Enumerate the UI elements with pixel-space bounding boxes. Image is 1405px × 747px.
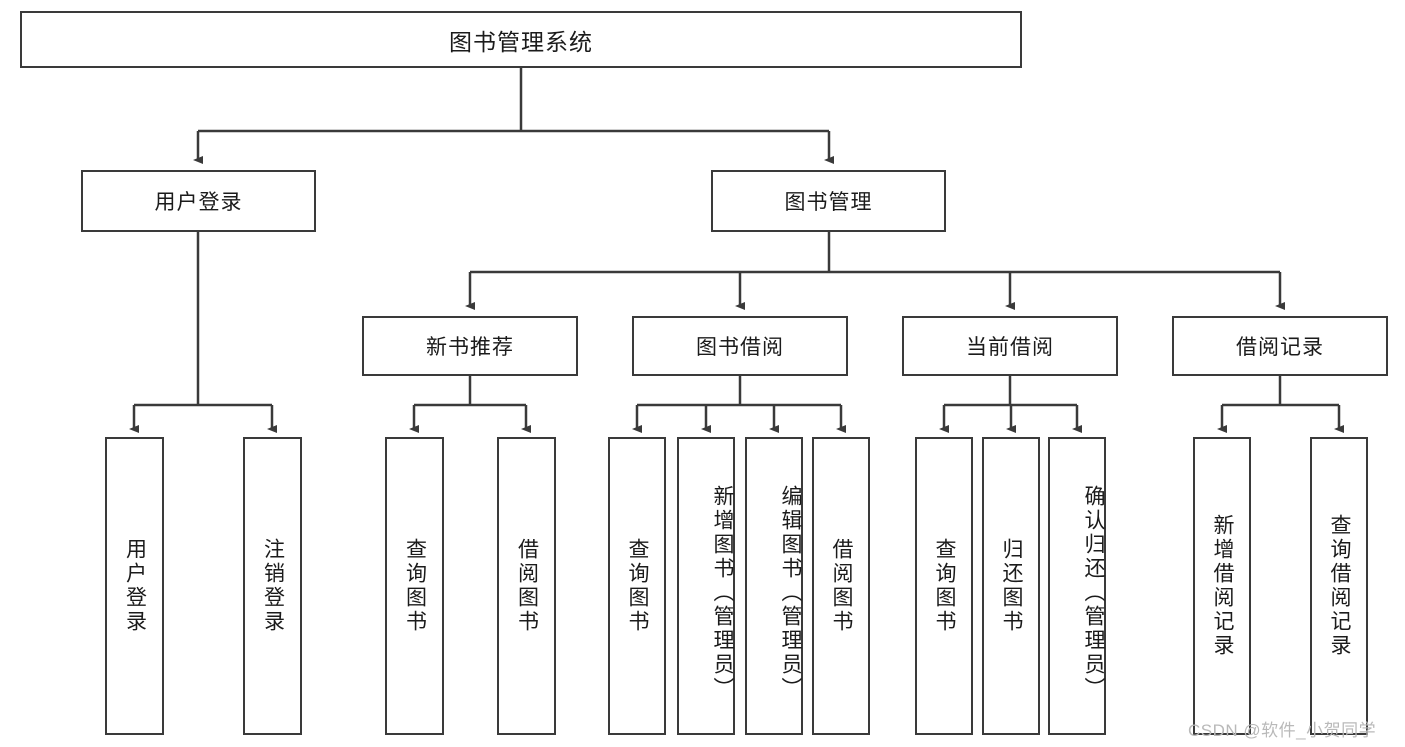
leaf-borrow-books-new[interactable]: 借阅图书 [497, 437, 556, 735]
leaf-confirm-return-admin[interactable]: 确认归还（管理员） [1048, 437, 1106, 735]
leaf-add-book-admin[interactable]: 新增图书（管理员） [677, 437, 735, 735]
node-current-borrowing[interactable]: 当前借阅 [902, 316, 1118, 376]
node-new-book-recommendation[interactable]: 新书推荐 [362, 316, 578, 376]
leaf-borrow-books[interactable]: 借阅图书 [812, 437, 870, 735]
node-root-system[interactable]: 图书管理系统 [20, 11, 1022, 68]
node-borrowing-records[interactable]: 借阅记录 [1172, 316, 1388, 376]
leaf-logout[interactable]: 注销登录 [243, 437, 302, 735]
leaf-query-books-current[interactable]: 查询图书 [915, 437, 973, 735]
leaf-return-books[interactable]: 归还图书 [982, 437, 1040, 735]
leaf-query-books-new[interactable]: 查询图书 [385, 437, 444, 735]
leaf-add-borrow-record[interactable]: 新增借阅记录 [1193, 437, 1251, 735]
node-book-borrowing[interactable]: 图书借阅 [632, 316, 848, 376]
node-user-login[interactable]: 用户登录 [81, 170, 316, 232]
node-book-management[interactable]: 图书管理 [711, 170, 946, 232]
leaf-query-borrow-record[interactable]: 查询借阅记录 [1310, 437, 1368, 735]
leaf-query-books-borrow[interactable]: 查询图书 [608, 437, 666, 735]
leaf-user-login[interactable]: 用户登录 [105, 437, 164, 735]
watermark: CSDN @软件_小贺同学 [1188, 721, 1377, 740]
leaf-edit-book-admin[interactable]: 编辑图书（管理员） [745, 437, 803, 735]
